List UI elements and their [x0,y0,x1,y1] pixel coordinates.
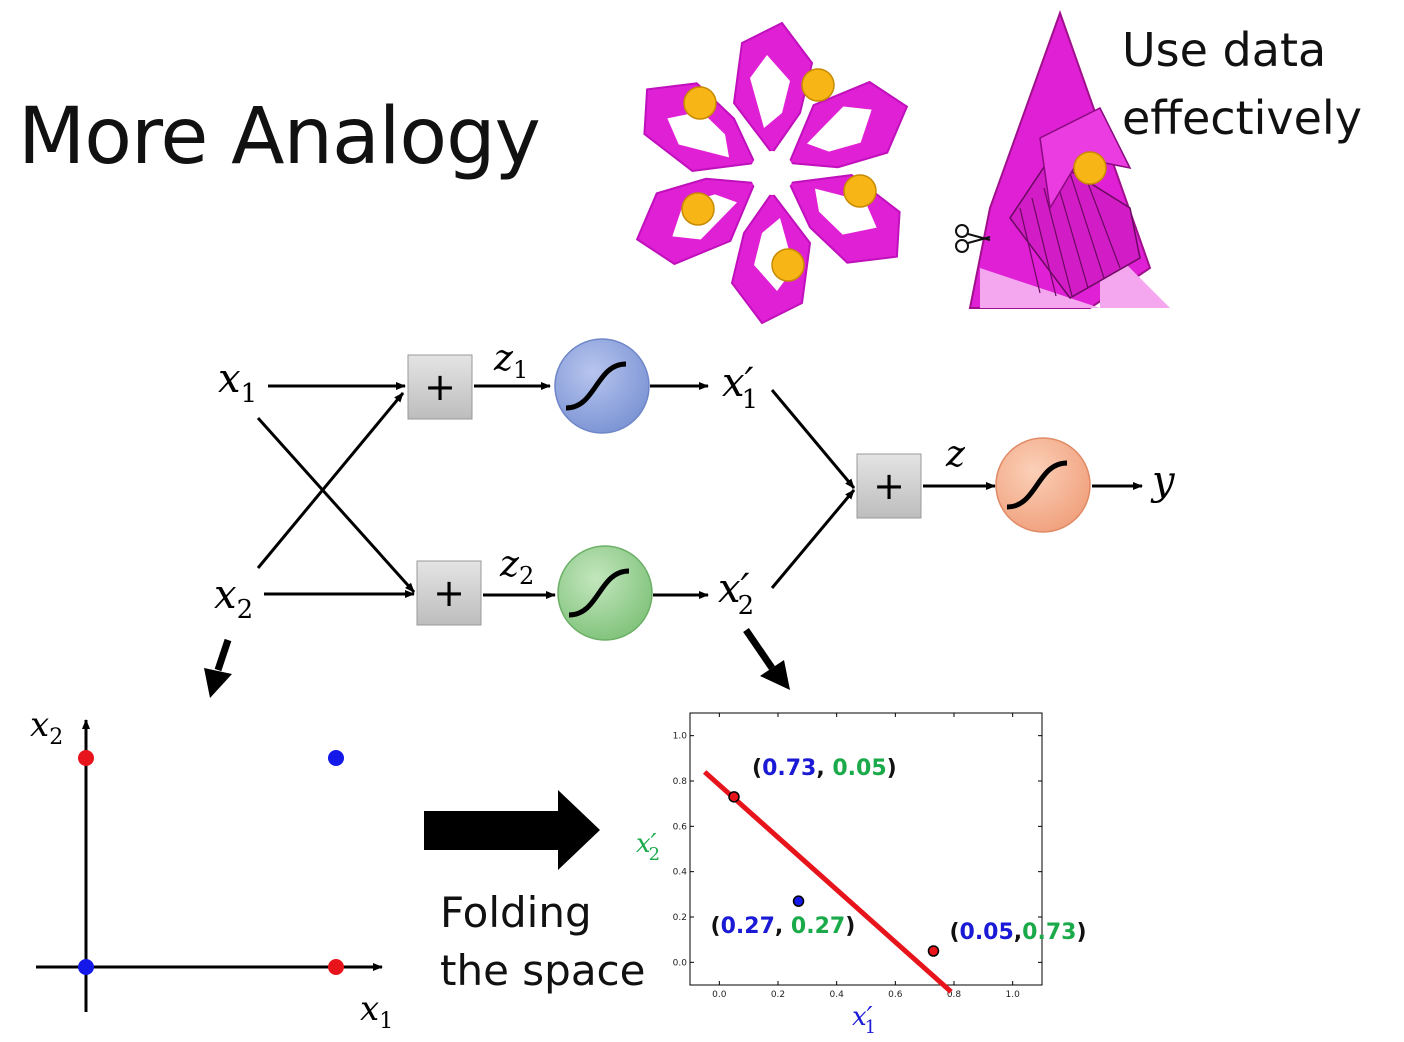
input-x2-label: x2 [214,572,253,625]
input-x1-label: x1 [218,356,257,409]
z2-label: z2 [499,544,534,590]
input-edges [256,382,416,598]
input-point [78,750,94,766]
fold-label-line-2: the space [440,946,646,995]
sigmoid-node-2 [557,545,653,641]
y-tick-label: 0.8 [673,777,688,787]
sum-node-1 [407,354,473,420]
x-tick-label: 0.8 [947,990,962,1000]
y-tick-label: 0.2 [673,913,687,923]
slide-title: More Analogy [18,92,541,182]
hidden-x1-label: x′1 [722,360,758,415]
scissors-icon [955,224,991,253]
chart-point [927,945,940,957]
x-tick-label: 1.0 [1006,990,1021,1000]
folded-space-chart: 0.0 0.2 0.4 0.6 0.8 1.0 0.0 0.2 0.4 0.6 0.8 1.0 (0.… [636,712,1087,1038]
chart-frame [689,712,1043,986]
point-coordinate-label: (0.27, 0.27) [711,914,856,939]
point-coordinate-label: (0.05,0.73) [949,920,1086,945]
chart-y-axis-label: x′2 [636,829,660,865]
output-y-label: y [1150,458,1176,504]
point-coordinate-label: (0.73, 0.05) [752,756,897,781]
sigmoid-curve-icon [568,568,630,618]
y-tick-label: 0.0 [673,958,688,968]
sum-node-3-symbol: + [873,464,905,508]
chart-point [728,791,740,803]
tagline: Use data effectively [1122,16,1362,152]
paper-cut-illustration [630,10,1170,324]
y-tick-label: 1.0 [673,732,688,742]
z-label: z [945,434,966,475]
input-x-axis-label: x1 [360,989,393,1034]
input-point [78,959,94,975]
big-right-arrow-icon [424,790,600,870]
sigmoid-curve-icon [565,361,627,411]
x-tick-label: 0.2 [771,990,785,1000]
y-tick-label: 0.4 [673,868,688,878]
input-point [328,959,344,975]
sigmoid-curve-icon [1006,460,1068,510]
sum-node-2-symbol: + [433,571,465,615]
tagline-line-1: Use data [1122,23,1327,77]
sigmoid-node-1 [554,338,650,434]
y-tick-label: 0.6 [673,822,688,832]
tagline-line-2: effectively [1122,91,1362,145]
hidden-x2-label: x′2 [718,566,754,621]
down-arrow-left-icon [204,638,232,698]
x-tick-label: 0.0 [712,990,727,1000]
sum-node-3 [856,453,922,519]
input-space-plot: x2 x1 [30,705,393,1034]
sigmoid-node-output [995,437,1091,533]
chart-x-axis-label: x′1 [852,1002,876,1038]
unfolded-paper-snowflake [630,21,923,324]
sum-node-1-symbol: + [424,365,456,409]
x-tick-label: 0.4 [830,990,845,1000]
down-arrow-right-icon [743,628,790,690]
input-point [328,750,344,766]
folded-paper [955,10,1170,309]
chart-point [792,895,805,907]
x-tick-label: 0.6 [888,990,903,1000]
decision-line [703,770,953,994]
z1-label: z1 [493,338,528,384]
sum-node-2 [416,560,482,626]
input-y-axis-label: x2 [30,705,63,750]
fold-label-line-1: Folding [440,888,592,937]
fold-label: Folding the space [440,884,646,1000]
